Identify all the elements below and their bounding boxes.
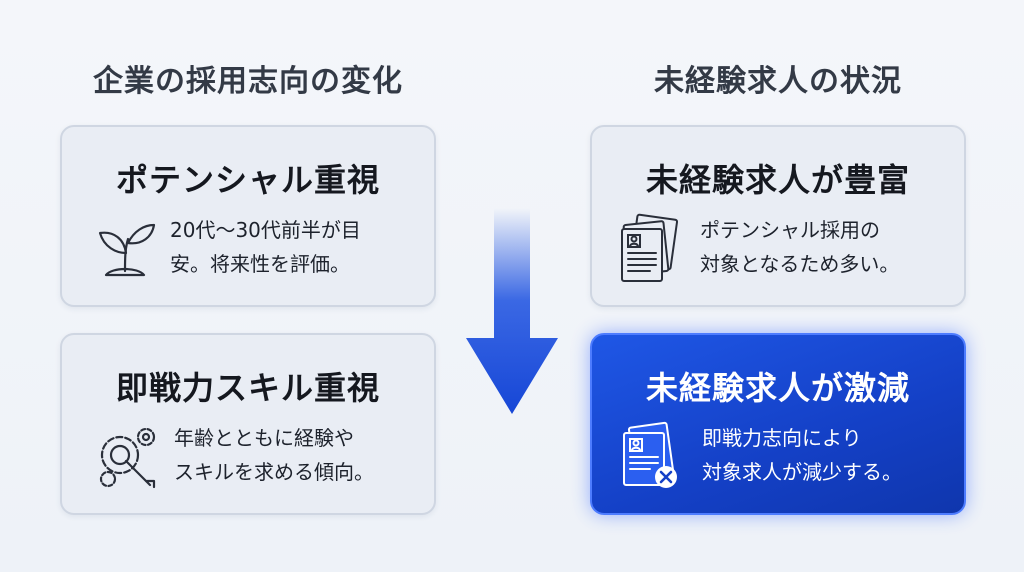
desc-line: 安。将来性を評価。 [170, 252, 350, 276]
card-heading: 未経験求人が豊富 [645, 161, 910, 199]
desc-line: ポテンシャル採用の [700, 218, 880, 242]
card-rich-jobs: 未経験求人が豊富 ポテンシャル採用の 対象となるため多い。 [590, 125, 966, 307]
card-potential-focus: ポテンシャル重視 20代〜30代前半が目 安。将来性を評価。 [60, 125, 436, 307]
card-skill-focus: 即戦力スキル重視 年齢とともに経験や スキルを求める傾向。 [60, 333, 436, 515]
documents-icon [621, 213, 679, 282]
card-description: ポテンシャル採用の 対象となるため多い。 [700, 213, 899, 281]
desc-line: 即戦力志向により [702, 426, 862, 450]
right-column-title: 未経験求人の状況 [654, 64, 902, 99]
card-description: 20代〜30代前半が目 安。将来性を評価。 [170, 213, 361, 281]
desc-line: 年齢とともに経験や [174, 426, 354, 450]
documents-x-icon [623, 421, 677, 488]
desc-line: 対象求人が減少する。 [702, 460, 902, 484]
left-column-title: 企業の採用志向の変化 [93, 64, 403, 99]
desc-line: 20代〜30代前半が目 [170, 218, 361, 242]
card-heading: 即戦力スキル重視 [115, 369, 380, 407]
down-arrow-icon [466, 208, 558, 414]
card-declining-jobs: 未経験求人が激減 即戦力志向により 対象求人が減少する。 [590, 333, 966, 515]
card-heading: ポテンシャル重視 [115, 161, 380, 199]
card-heading: 未経験求人が激減 [645, 369, 910, 407]
gear-wrench-icon [99, 427, 156, 489]
desc-line: スキルを求める傾向。 [174, 460, 374, 484]
card-description: 年齢とともに経験や スキルを求める傾向。 [174, 421, 374, 489]
card-description: 即戦力志向により 対象求人が減少する。 [702, 421, 902, 489]
desc-line: 対象となるため多い。 [700, 252, 900, 276]
sprout-icon [98, 223, 156, 277]
